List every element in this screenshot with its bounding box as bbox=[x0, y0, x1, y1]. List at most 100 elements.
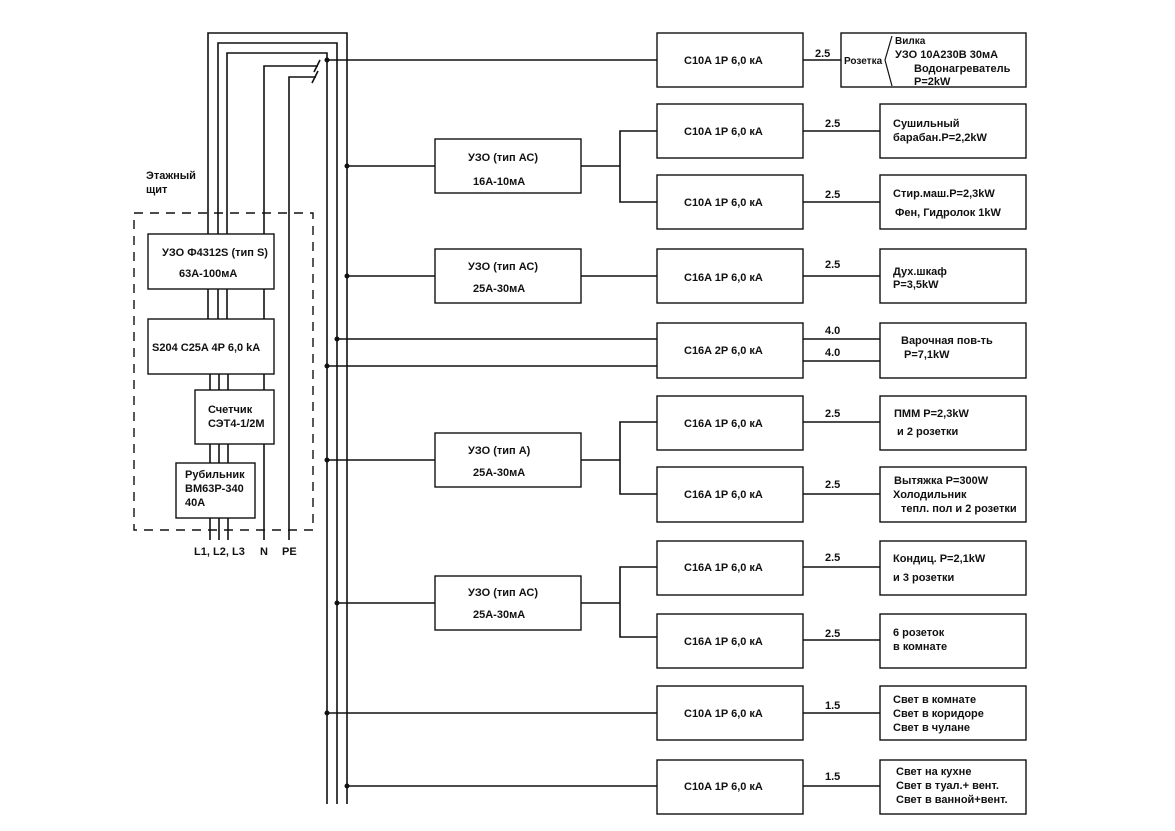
load-line: Кондиц. P=2,1kW bbox=[893, 553, 986, 565]
load-line: Дух.шкаф bbox=[893, 266, 947, 278]
load-line: Свет в чулане bbox=[893, 722, 970, 734]
load-line: УЗО 10А230В 30мА bbox=[895, 49, 998, 61]
neutral-line bbox=[263, 65, 318, 234]
cable-section-label: 2.5 bbox=[825, 408, 840, 420]
breaker-label: C10A 1P 6,0 кА bbox=[684, 708, 763, 720]
junction-dot bbox=[324, 710, 330, 716]
load-box bbox=[840, 32, 1027, 88]
junction-dot bbox=[344, 783, 350, 789]
load-line: Свет в комнате bbox=[893, 694, 976, 706]
load-line: барабан.P=2,2kW bbox=[893, 132, 988, 144]
rcd-line1: УЗО (тип АС) bbox=[468, 261, 538, 273]
load-line: Свет в коридоре bbox=[893, 708, 984, 720]
load-line: Вилка bbox=[895, 36, 926, 47]
load-box bbox=[879, 759, 1027, 815]
bus-l3 bbox=[226, 52, 328, 804]
breaker-label: C10A 1P 6,0 кА bbox=[684, 197, 763, 209]
load-line: и 2 розетки bbox=[897, 426, 958, 438]
main-rcd-box bbox=[147, 233, 275, 290]
load-line: Холодильник bbox=[893, 489, 967, 501]
rcd-box bbox=[434, 432, 582, 488]
main-rcd-line2: 63А-100мА bbox=[179, 268, 237, 280]
socket-label: Розетка bbox=[844, 56, 883, 67]
main-switch-line3: 40А bbox=[185, 497, 205, 509]
breaker-label: C10A 1P 6,0 кА bbox=[684, 55, 763, 67]
cable-section-label: 2.5 bbox=[825, 479, 840, 491]
main-breaker-label: S204 C25A 4P 6,0 kA bbox=[152, 342, 260, 354]
load-box bbox=[879, 322, 1027, 379]
meter-line2: СЭТ4-1/2М bbox=[208, 418, 265, 430]
load-line: тепл. пол и 2 розетки bbox=[901, 503, 1017, 515]
load-line: Стир.маш.P=2,3kW bbox=[893, 188, 995, 200]
cable-section-label: 4.0 bbox=[825, 347, 840, 359]
load-line: Вытяжка P=300W bbox=[894, 475, 989, 487]
load-line: 6 розеток bbox=[893, 627, 945, 639]
junction-dot bbox=[324, 457, 330, 463]
load-line: Свет в ванной+вент. bbox=[896, 794, 1008, 806]
bus-l1 bbox=[207, 32, 348, 804]
junction-dot bbox=[334, 600, 340, 606]
breaker-label: C10A 1P 6,0 кА bbox=[684, 126, 763, 138]
breaker-label: C16A 1P 6,0 кА bbox=[684, 489, 763, 501]
junction-dot bbox=[334, 336, 340, 342]
junction-dot bbox=[324, 363, 330, 369]
rcd-box bbox=[434, 138, 582, 194]
panel-title-line1: Этажный bbox=[146, 170, 196, 182]
input-l1-label: L1, bbox=[194, 546, 210, 558]
breaker-box bbox=[656, 685, 804, 741]
load-line: P=3,5kW bbox=[893, 279, 939, 291]
breaker-box bbox=[656, 466, 804, 523]
breaker-label: C16A 1P 6,0 кА bbox=[684, 272, 763, 284]
load-box bbox=[879, 466, 1027, 523]
breaker-label: C16A 1P 6,0 кА bbox=[684, 562, 763, 574]
breaker-label: C10A 1P 6,0 кА bbox=[684, 781, 763, 793]
load-box bbox=[879, 685, 1027, 741]
cable-section-label: 2.5 bbox=[815, 48, 830, 60]
input-l2-label: L2, bbox=[213, 546, 229, 558]
breaker-box bbox=[656, 613, 804, 669]
rcd-line2: 25А-30мА bbox=[473, 467, 525, 479]
rcd-line2: 16А-10мА bbox=[473, 176, 525, 188]
load-line: Свет в туал.+ вент. bbox=[896, 780, 999, 792]
cable-section-label: 2.5 bbox=[825, 118, 840, 130]
cable-section-label: 1.5 bbox=[825, 771, 840, 783]
load-line: Варочная пов-ть bbox=[901, 335, 993, 347]
rcd-line1: УЗО (тип АС) bbox=[468, 587, 538, 599]
rcd-box bbox=[434, 575, 582, 631]
rcd-line1: УЗО (тип А) bbox=[468, 445, 531, 457]
main-switch-line2: ВМ63Р-340 bbox=[185, 483, 244, 495]
load-line: P=2kW bbox=[914, 76, 951, 88]
main-breaker-box bbox=[147, 318, 275, 375]
breaker-box bbox=[656, 32, 804, 88]
rcd-line2: 25А-30мА bbox=[473, 283, 525, 295]
load-box bbox=[879, 248, 1027, 304]
load-box bbox=[879, 103, 1027, 159]
input-pe-label: PE bbox=[282, 546, 297, 558]
load-line: и 3 розетки bbox=[893, 572, 954, 584]
socket-brace bbox=[884, 35, 893, 87]
breaker-box bbox=[656, 103, 804, 159]
floor-panel-enclosure bbox=[133, 212, 314, 531]
breaker-box bbox=[656, 540, 804, 596]
cable-section-label: 1.5 bbox=[825, 700, 840, 712]
breaker-label: C16A 1P 6,0 кА bbox=[684, 636, 763, 648]
load-line: Водонагреватель bbox=[914, 63, 1011, 75]
junction-dot bbox=[324, 57, 330, 63]
neutral-break-mark bbox=[313, 59, 321, 73]
breaker-box bbox=[656, 322, 804, 379]
load-line: Сушильный bbox=[893, 118, 960, 130]
breaker-box bbox=[656, 395, 804, 451]
load-box bbox=[879, 174, 1027, 230]
cable-section-label: 2.5 bbox=[825, 189, 840, 201]
input-l3-label: L3 bbox=[232, 546, 245, 558]
bus-l2 bbox=[217, 42, 338, 804]
load-box bbox=[879, 613, 1027, 669]
cable-section-label: 2.5 bbox=[825, 552, 840, 564]
load-line: ПММ P=2,3kW bbox=[894, 408, 969, 420]
cable-section-label: 4.0 bbox=[825, 325, 840, 337]
main-switch-line1: Рубильник bbox=[185, 469, 245, 481]
load-line: P=7,1kW bbox=[904, 349, 950, 361]
main-rcd-line1: УЗО Ф4312S (тип S) bbox=[162, 247, 268, 259]
rcd-box bbox=[434, 248, 582, 304]
